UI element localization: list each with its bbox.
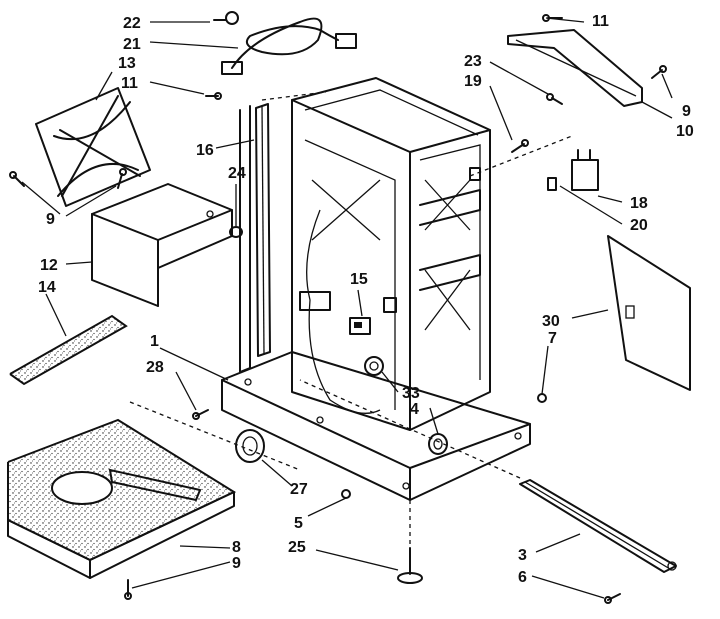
callout-20: 20 (630, 217, 648, 234)
callout-19: 19 (464, 73, 482, 90)
screw-6 (604, 593, 621, 604)
top-bracket (507, 29, 643, 107)
callout-23: 23 (464, 53, 482, 70)
screw-28 (192, 409, 209, 420)
assembly-guide-lines (129, 91, 573, 548)
screw-19 (511, 139, 529, 153)
switch (349, 317, 371, 335)
screw-23 (546, 93, 563, 105)
callout-12: 12 (40, 257, 58, 274)
callout-3: 3 (518, 547, 527, 564)
leader-lines (21, 17, 673, 599)
callout-9-left: 9 (46, 211, 55, 228)
callout-27: 27 (290, 481, 308, 498)
screw-5 (341, 489, 351, 499)
side-panel (607, 235, 691, 391)
drain-hose-grommet (235, 429, 265, 463)
callout-18: 18 (630, 195, 648, 212)
wire-connector (299, 291, 331, 311)
callout-15: 15 (350, 271, 368, 288)
screw-7 (537, 393, 547, 403)
screw-9-right (651, 65, 667, 79)
screw-11-top (542, 14, 563, 22)
screw-9-bottom (124, 579, 132, 600)
callout-5: 5 (294, 515, 303, 532)
screws (9, 14, 667, 604)
callout-22: 22 (123, 15, 141, 32)
callout-13: 13 (118, 55, 136, 72)
callout-28: 28 (146, 359, 164, 376)
callout-30: 30 (542, 313, 560, 330)
leveling-leg (397, 547, 423, 584)
callout-7: 7 (548, 330, 557, 347)
callout-11-right: 11 (592, 13, 609, 30)
screw-9-left-b (117, 168, 127, 189)
heat-shield (91, 183, 233, 307)
callout-24: 24 (228, 165, 246, 182)
grommet-24 (229, 226, 243, 238)
callout-labels: 22 21 13 11 11 23 19 9 10 16 24 9 18 20 … (38, 13, 694, 586)
callout-11-left: 11 (121, 75, 138, 92)
callout-21: 21 (123, 36, 141, 53)
callout-1: 1 (150, 333, 159, 350)
screw-9-left-a (9, 171, 25, 187)
callout-25: 25 (288, 539, 306, 556)
callout-9-right: 9 (682, 103, 691, 120)
callout-33: 33 (402, 385, 420, 402)
toe-strip (519, 479, 677, 573)
screw-11-left (205, 92, 222, 100)
callout-6: 6 (518, 569, 527, 586)
callout-10: 10 (676, 123, 694, 140)
insulation-strip (9, 314, 128, 386)
relay-switch (571, 149, 599, 191)
grommet (213, 11, 239, 25)
power-cord (221, 17, 357, 75)
front-panel (7, 418, 237, 579)
mounting-clip (547, 177, 557, 191)
bushing (364, 356, 384, 376)
callout-14: 14 (38, 279, 56, 296)
callout-8: 8 (232, 539, 241, 556)
callout-16: 16 (196, 142, 214, 159)
door-seal-strips (239, 103, 271, 373)
callout-9-bottom: 9 (232, 555, 241, 572)
cabinet-frame (291, 77, 491, 431)
base-pan (221, 351, 531, 501)
side-insulation-panel (35, 87, 151, 207)
callout-4: 4 (410, 401, 419, 418)
